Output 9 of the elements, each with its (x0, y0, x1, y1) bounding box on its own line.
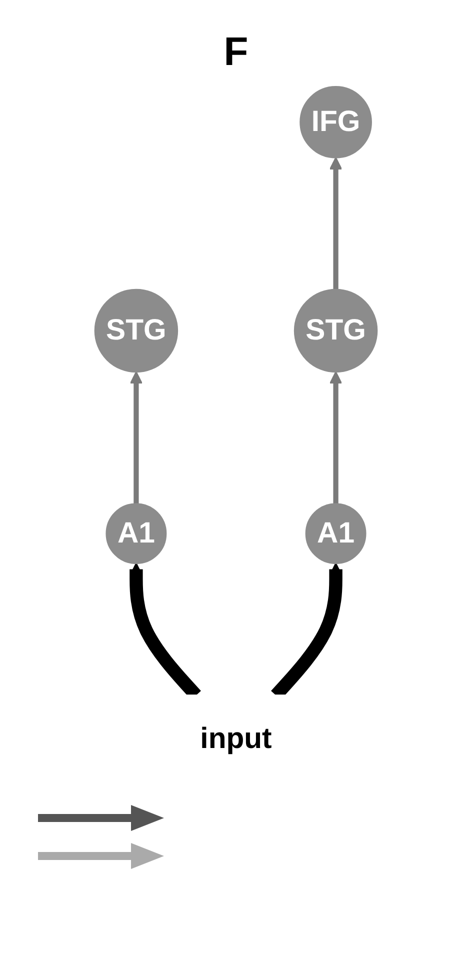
node-circle: IFG (300, 86, 372, 158)
node-circle: STG (94, 288, 178, 373)
node-circle: A1 (106, 503, 167, 564)
arrow (130, 371, 143, 504)
arrow (329, 371, 342, 504)
arrow (329, 157, 342, 290)
panel-letter: F (224, 30, 248, 75)
node-circle: A1 (305, 503, 366, 564)
node-circle: STG (294, 288, 378, 373)
